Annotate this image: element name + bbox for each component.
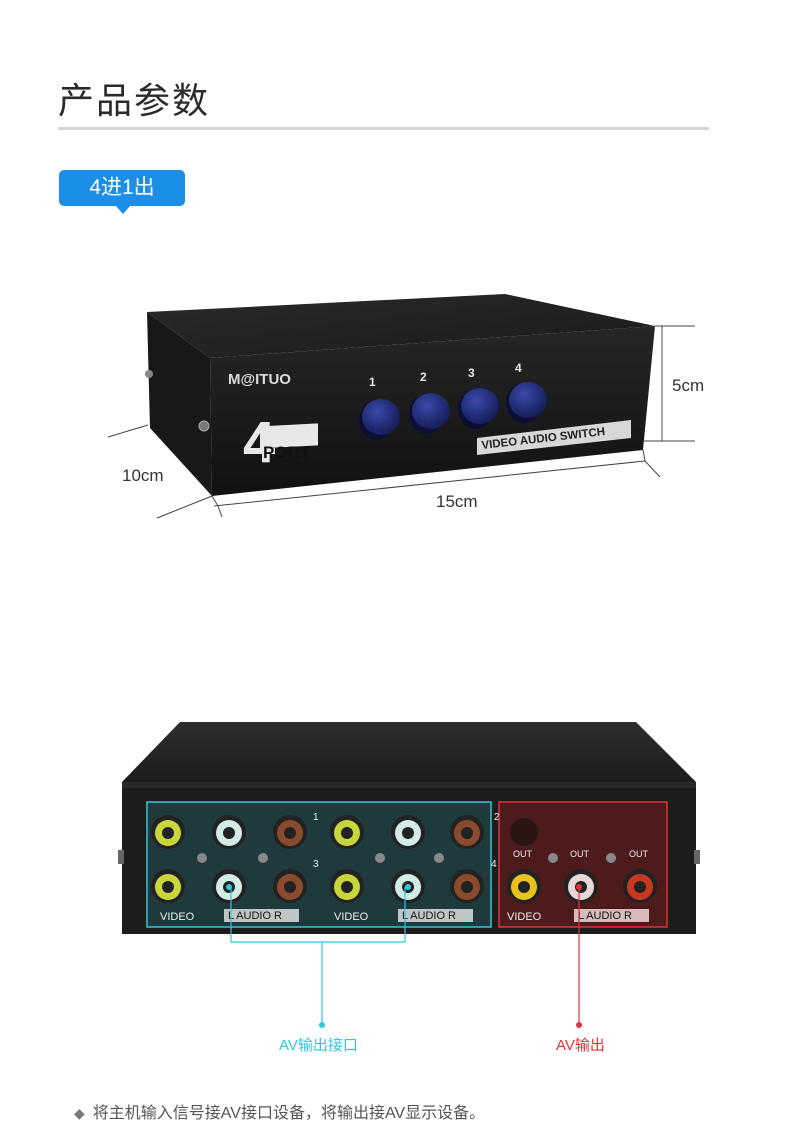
input-marker-1: 1 <box>313 812 319 823</box>
jack-audio-r-1 <box>273 815 307 849</box>
jack-video-2 <box>330 815 364 849</box>
selector-button-2 <box>409 393 450 434</box>
selector-button-4 <box>506 382 547 423</box>
input-callout-label: AV输出接口 <box>279 1037 358 1054</box>
jack-audio-r-3 <box>273 869 307 903</box>
button-label-1: 1 <box>369 375 376 389</box>
input-video-label-a: VIDEO <box>160 911 195 923</box>
output-callout-label: AV输出 <box>556 1037 605 1054</box>
usage-note: ◆ 将主机输入信号接AV接口设备，将输出接AV显示设备。 <box>74 1099 485 1123</box>
selector-buttons <box>359 382 547 440</box>
output-audio-label: L AUDIO R <box>578 910 632 922</box>
jack-video-3 <box>151 869 185 903</box>
dimension-height: 5cm <box>672 376 705 395</box>
output-video-label: VIDEO <box>507 911 542 923</box>
selector-button-3 <box>458 388 499 429</box>
jack-video-1 <box>151 815 185 849</box>
selector-button-1 <box>359 399 400 440</box>
port-word: PORT <box>263 443 311 462</box>
page-title: 产品参数 <box>58 80 211 121</box>
input-marker-3: 3 <box>313 859 319 870</box>
input-callout-line <box>226 884 411 1028</box>
dimension-lines <box>107 325 695 519</box>
jack-audio-l-1 <box>212 815 246 849</box>
input-audio-label-a: L AUDIO R <box>228 910 282 922</box>
input-jacks <box>151 815 484 903</box>
button-label-3: 3 <box>468 366 475 380</box>
output-callout-line <box>576 884 582 1028</box>
button-label-2: 2 <box>420 370 427 384</box>
diamond-bullet-icon: ◆ <box>74 1105 85 1121</box>
output-jacks <box>507 818 657 903</box>
av-input-panel <box>146 801 492 928</box>
out-label-video: OUT <box>513 849 533 859</box>
four-port-logo: 4 PORT <box>243 410 318 475</box>
title-divider <box>58 127 709 130</box>
brand-logo: M@ITUO <box>228 371 291 388</box>
dimension-width: 15cm <box>436 492 478 511</box>
usage-note-text: 将主机输入信号接AV接口设备，将输出接AV显示设备。 <box>92 1105 486 1122</box>
switch-box-top-view <box>145 294 655 496</box>
input-marker-4: 4 <box>491 859 497 870</box>
input-video-label-b: VIDEO <box>334 911 369 923</box>
input-marker-2: 2 <box>494 812 500 823</box>
dimension-depth: 10cm <box>122 466 164 485</box>
input-audio-label-b: L AUDIO R <box>402 910 456 922</box>
out-label-audio-l: OUT <box>570 849 590 859</box>
jack-audio-r-2 <box>450 815 484 849</box>
jack-audio-r-4 <box>450 869 484 903</box>
port-config-badge: 4进1出 <box>59 170 185 214</box>
button-label-4: 4 <box>515 361 522 375</box>
jack-audio-l-2 <box>391 815 425 849</box>
out-label-audio-r: OUT <box>629 849 649 859</box>
jack-out-audio-r <box>623 869 657 903</box>
jack-out-video <box>507 869 541 903</box>
jack-video-4 <box>330 869 364 903</box>
